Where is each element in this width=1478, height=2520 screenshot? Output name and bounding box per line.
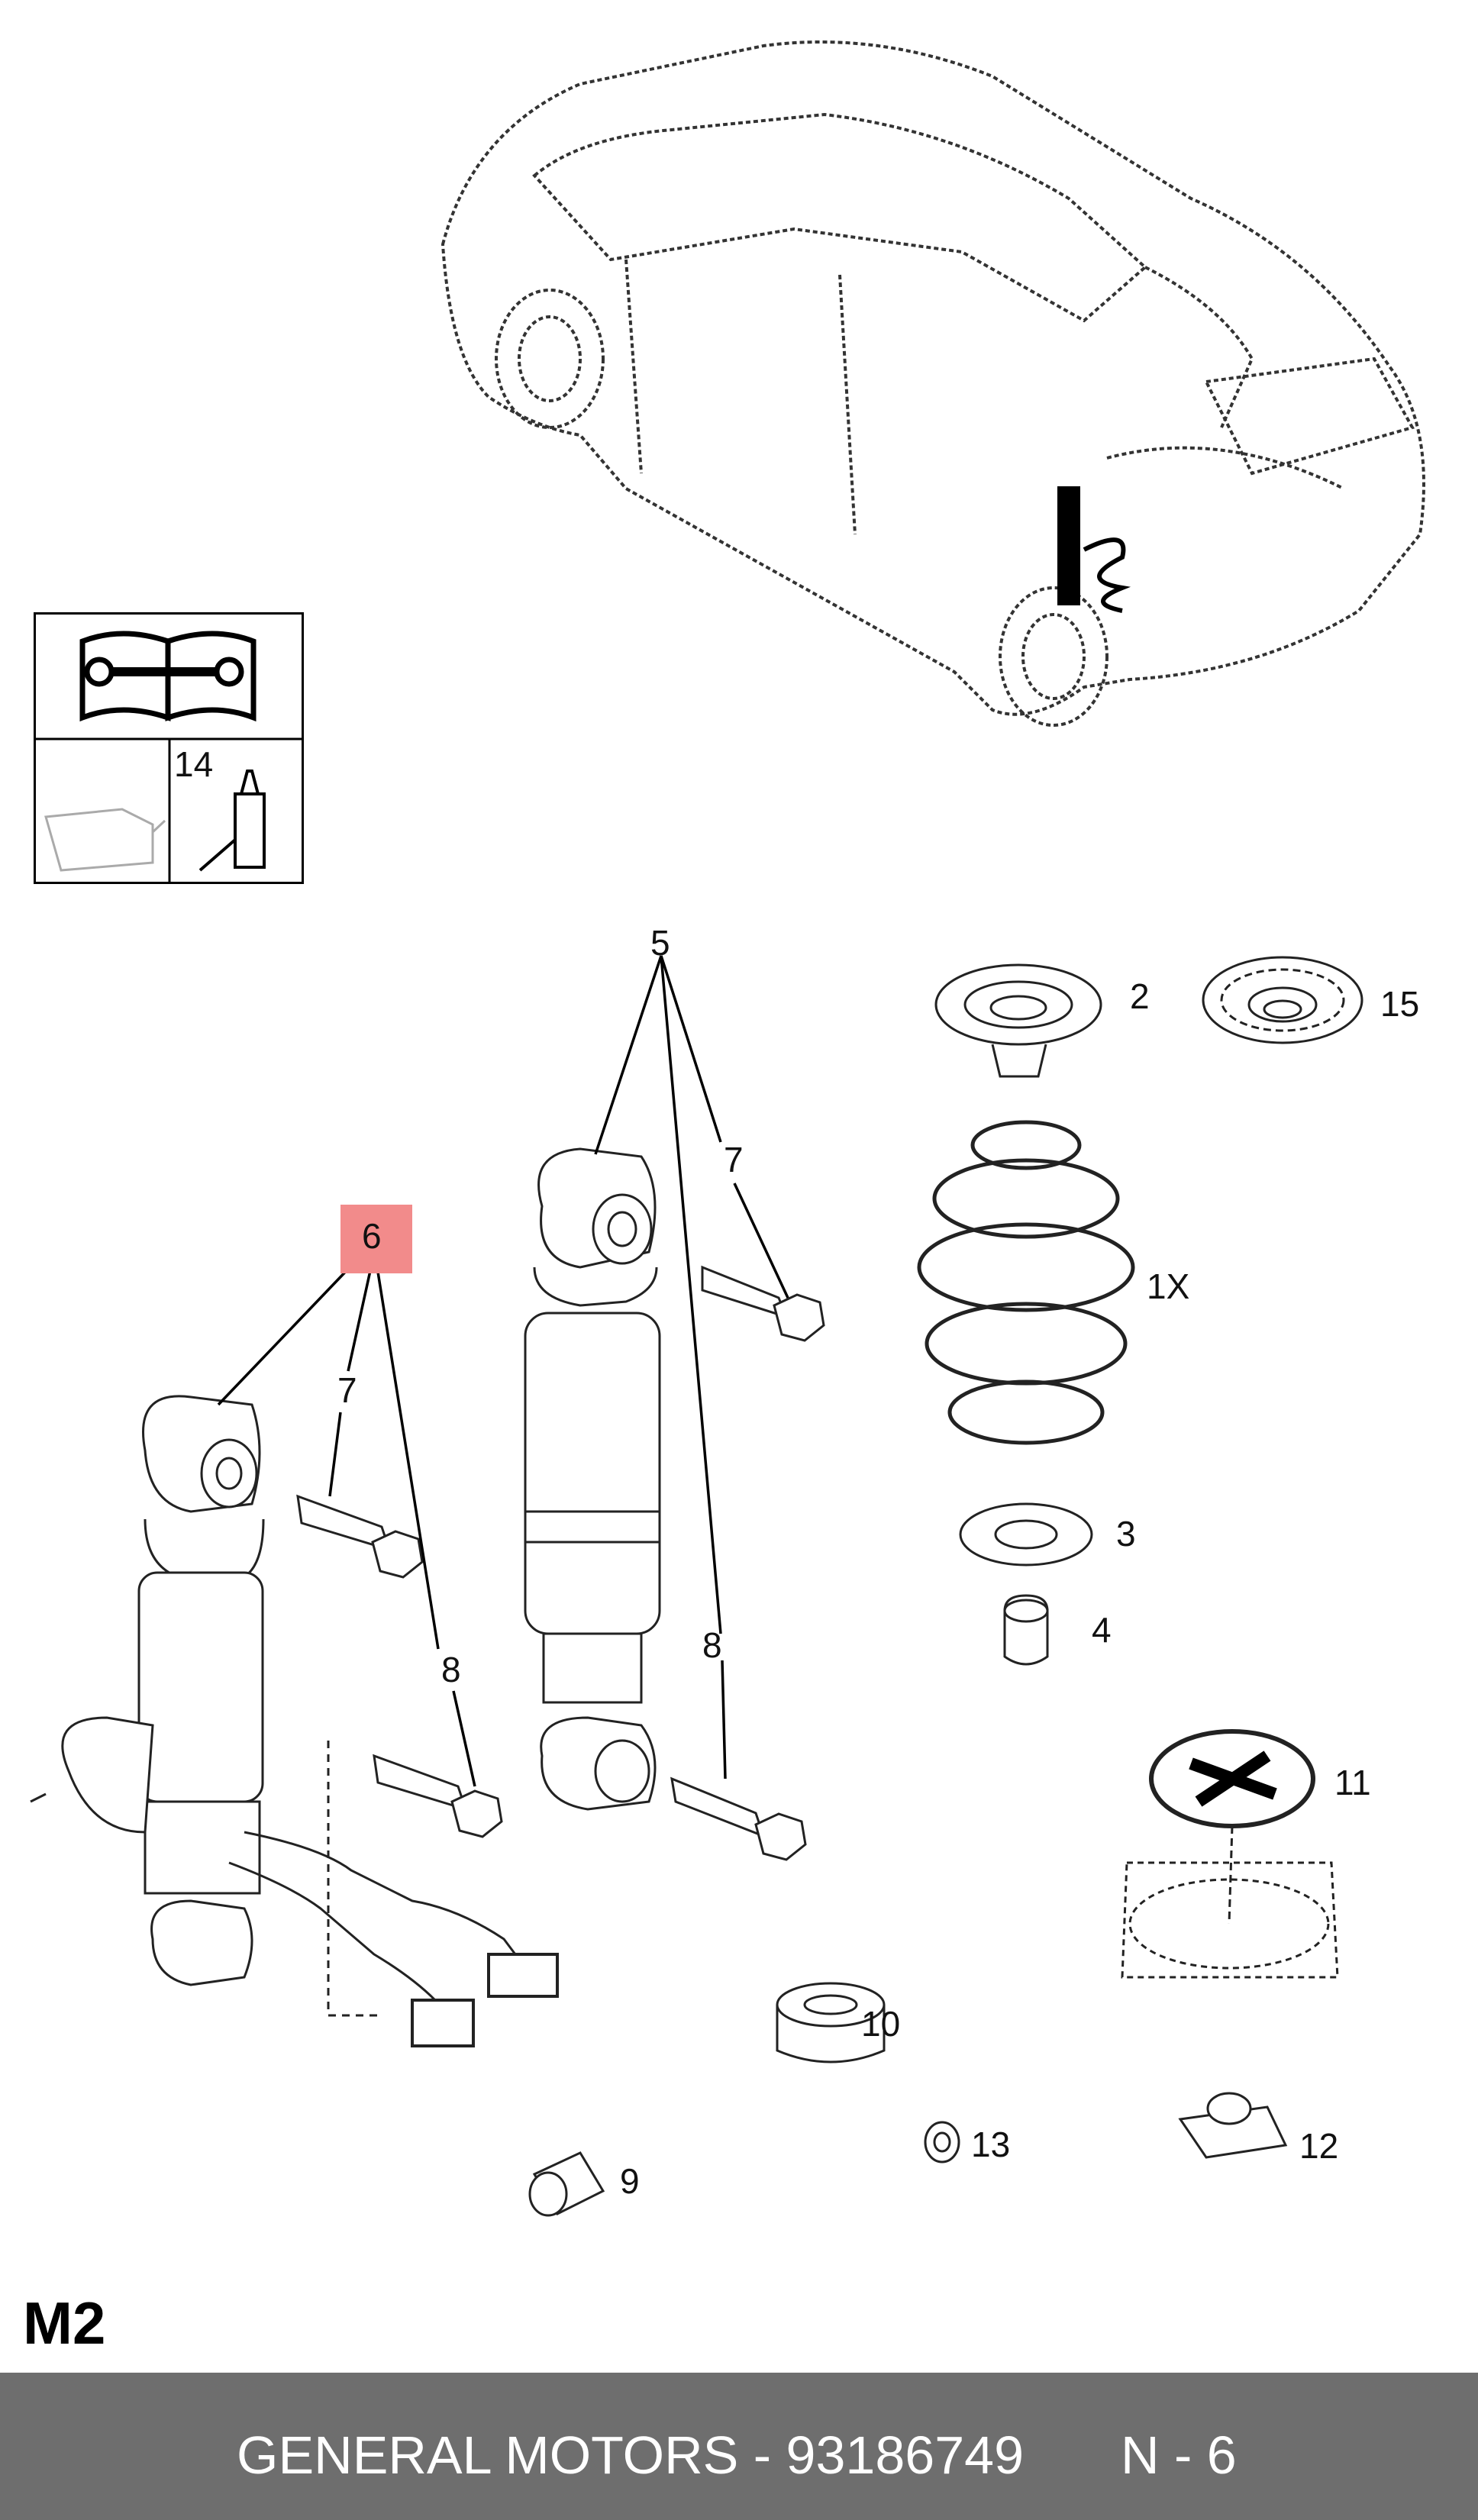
callout-9: 9 <box>620 2161 640 2201</box>
car-outline <box>440 40 1425 727</box>
bolt-8-left <box>373 1754 503 1838</box>
bolt-7-right <box>701 1265 825 1342</box>
footer-title: GENERAL MOTORS - 93186749 <box>237 2425 1024 2485</box>
bush-9 <box>528 2151 605 2217</box>
shock-absorber-5 <box>524 1147 661 1811</box>
diagram-code: M2 <box>23 2289 106 2357</box>
bump-stop-4 <box>1003 1594 1049 1666</box>
leader-lines <box>217 955 789 1787</box>
callout-3: 3 <box>1116 1514 1136 1554</box>
callout-6: 6 <box>362 1216 382 1256</box>
spring-pad-15 <box>1202 956 1363 1044</box>
coil-spring-1X <box>917 1120 1135 1445</box>
callout-10: 10 <box>861 2004 901 2044</box>
car-shock-highlight <box>1057 486 1131 613</box>
callout-7-right: 7 <box>724 1140 744 1179</box>
bolt-7-left <box>296 1494 424 1579</box>
footer-bar <box>0 2373 1478 2520</box>
callout-4: 4 <box>1092 1610 1112 1650</box>
bush-10 <box>776 1982 886 2063</box>
legend-box <box>34 612 304 884</box>
jack-pad-11 <box>1121 1729 1339 1979</box>
callout-12: 12 <box>1299 2126 1339 2166</box>
bolt-8-right <box>670 1776 807 1861</box>
oil-can-icon <box>44 808 166 872</box>
callout-5: 5 <box>650 923 670 963</box>
callout-2: 2 <box>1130 976 1150 1016</box>
callout-1X: 1X <box>1147 1266 1190 1306</box>
nut-13 <box>924 2121 960 2163</box>
callout-8-left: 8 <box>441 1650 461 1689</box>
callout-13: 13 <box>971 2125 1011 2164</box>
pad-12 <box>1178 2092 1288 2159</box>
spring-pad-2 <box>934 963 1102 1078</box>
parts-diagram <box>30 40 1425 2217</box>
manual-wrench-icon <box>79 631 257 722</box>
callout-7-left: 7 <box>337 1370 357 1410</box>
callout-14: 14 <box>174 744 214 784</box>
shock-absorber-6 <box>30 1395 559 2047</box>
callout-15: 15 <box>1380 984 1420 1024</box>
sealant-bottle-icon <box>198 770 266 872</box>
bump-stop-cap-3 <box>959 1502 1093 1567</box>
callout-8-right: 8 <box>702 1625 722 1665</box>
callout-11: 11 <box>1334 1763 1371 1802</box>
footer-page: N - 6 <box>1121 2425 1237 2485</box>
highlight-marker <box>340 1205 412 1273</box>
